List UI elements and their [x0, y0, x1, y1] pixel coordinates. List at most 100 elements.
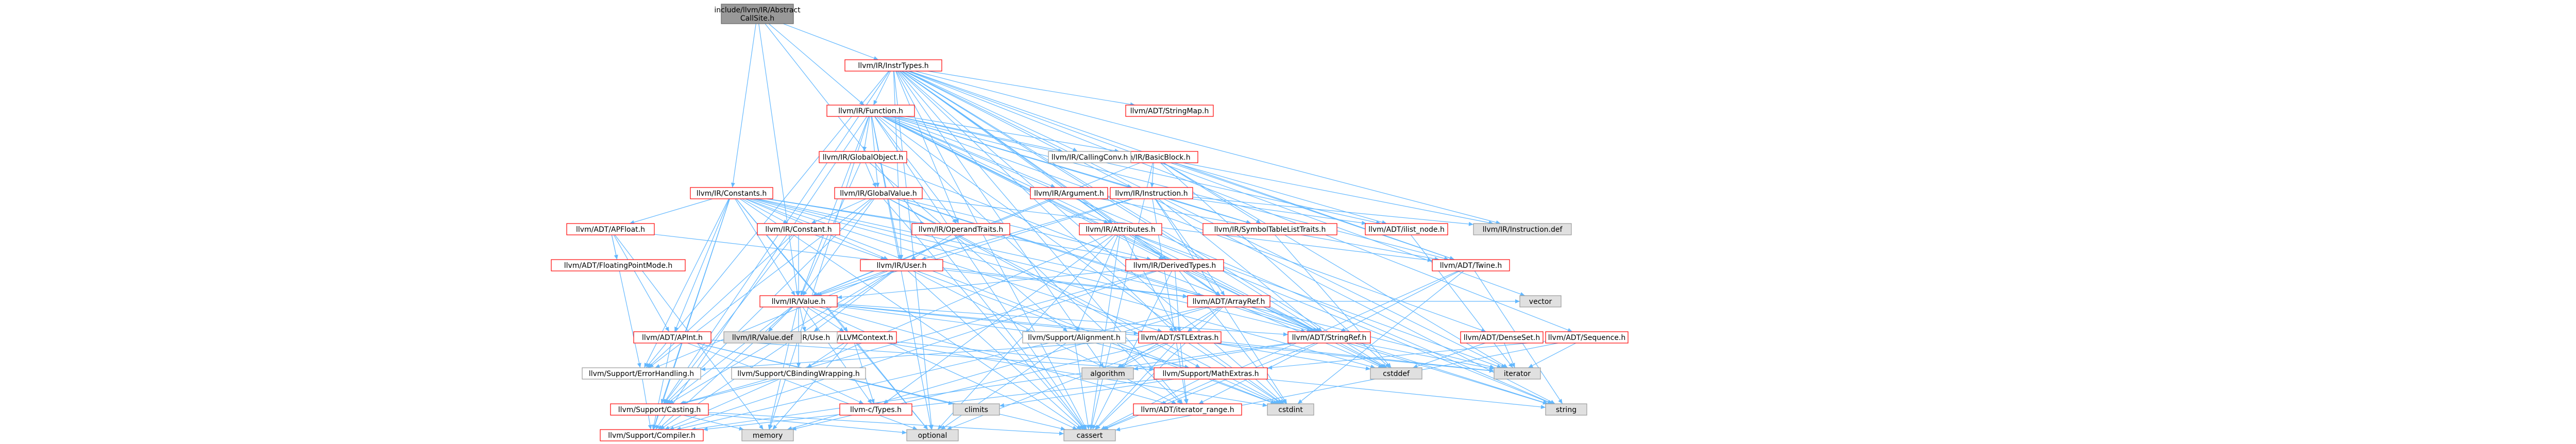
- edge-arrowhead: [703, 427, 708, 431]
- node-climits[interactable]: climits: [953, 403, 1000, 416]
- node-label: climits: [964, 406, 988, 414]
- node-attributes[interactable]: llvm/IR/Attributes.h: [1079, 223, 1162, 235]
- edge-mathextras-to-climits: [999, 379, 1174, 406]
- node-callingconv[interactable]: llvm/IR/CallingConv.h: [1048, 151, 1131, 163]
- node-iterator[interactable]: iterator: [1494, 367, 1541, 380]
- edge-arrowhead: [1103, 219, 1109, 224]
- edge-arrowhead: [701, 367, 706, 371]
- node-errorhandling[interactable]: llvm/Support/ErrorHandling.h: [582, 367, 701, 380]
- node-apfloat[interactable]: llvm/ADT/APFloat.h: [566, 223, 655, 235]
- node-label: llvm/Support/CBindingWrapping.h: [737, 370, 859, 378]
- node-argument[interactable]: llvm/IR/Argument.h: [1030, 187, 1108, 199]
- edge-function-to-value: [800, 116, 869, 296]
- node-label: llvm/ADT/Sequence.h: [1548, 334, 1625, 342]
- node-label: llvm/ADT/Twine.h: [1440, 262, 1502, 270]
- edge-constants-to-arrayref: [757, 198, 1203, 296]
- node-twine[interactable]: llvm/ADT/Twine.h: [1432, 259, 1510, 271]
- edge-arrowhead: [814, 327, 819, 332]
- node-label: llvm/IR/Argument.h: [1034, 190, 1104, 198]
- node-ilistnode[interactable]: llvm/ADT/ilist_node.h: [1365, 223, 1448, 235]
- edge-insttypes-to-cassert: [896, 71, 1087, 430]
- node-globalvalue[interactable]: llvm/IR/GlobalValue.h: [834, 187, 923, 199]
- node-symtablelisttraits[interactable]: llvm/IR/SymbolTableListTraits.h: [1202, 223, 1337, 235]
- node-box: [1460, 331, 1544, 344]
- node-globalobject[interactable]: llvm/IR/GlobalObject.h: [819, 151, 907, 163]
- edge-insttypes-to-string: [904, 71, 1555, 404]
- edge-arrowhead: [1127, 184, 1132, 189]
- node-box: [1432, 259, 1510, 271]
- node-value[interactable]: llvm/IR/Value.h: [759, 295, 838, 308]
- node-box: [1063, 429, 1116, 441]
- node-iteratorrange[interactable]: llvm/ADT/iterator_range.h: [1133, 403, 1242, 416]
- edge-sequence-to-iterator: [1528, 343, 1577, 368]
- node-operandtraits[interactable]: llvm/IR/OperandTraits.h: [911, 223, 1010, 235]
- edge-constants-to-llvmcontext: [736, 198, 849, 332]
- edge-arrowhead: [867, 399, 872, 404]
- edge-globalvalue-to-value: [802, 198, 875, 296]
- edge-constants-to-operandtraits: [767, 198, 925, 224]
- edge-arrowhead: [815, 292, 820, 296]
- node-stringref[interactable]: llvm/ADT/StringRef.h: [1287, 331, 1371, 344]
- header-nodes: include/llvm/IR/AbstractCallSite.hllvm/I…: [551, 4, 1629, 441]
- node-densemap[interactable]: llvm/ADT/DenseSet.h: [1460, 331, 1544, 344]
- edge-arrowhead: [807, 363, 812, 368]
- node-floatingpointmode[interactable]: llvm/ADT/FloatingPointMode.h: [551, 259, 686, 271]
- node-label: cstdint: [1278, 406, 1303, 414]
- edge-insttypes-to-arrayref: [901, 71, 1221, 296]
- node-mathextras[interactable]: llvm/Support/MathExtras.h: [1154, 367, 1268, 380]
- node-alignment[interactable]: llvm/Support/Alignment.h: [1022, 331, 1126, 344]
- node-label: llvm/IR/InstrTypes.h: [858, 62, 928, 70]
- edge-arrowhead: [1169, 327, 1174, 332]
- edge-arrowhead: [872, 182, 876, 187]
- node-compiler[interactable]: llvm/Support/Compiler.h: [600, 429, 704, 441]
- node-constant[interactable]: llvm/IR/Constant.h: [757, 223, 840, 235]
- node-optional[interactable]: optional: [906, 429, 959, 441]
- node-vector[interactable]: vector: [1519, 295, 1562, 308]
- node-stlextras[interactable]: llvm/ADT/STLExtras.h: [1138, 331, 1222, 344]
- edge-arrowhead: [1078, 424, 1083, 430]
- edge-user-to-compiler: [659, 270, 894, 430]
- node-valuedef[interactable]: llvm/IR/Value.def: [723, 331, 802, 344]
- node-derivedtypes[interactable]: llvm/IR/DerivedTypes.h: [1125, 259, 1224, 271]
- edge-arrowhead: [837, 295, 842, 299]
- node-apint[interactable]: llvm/ADT/APInt.h: [633, 331, 711, 344]
- node-instruction[interactable]: llvm/IR/Instruction.h: [1110, 187, 1193, 199]
- node-constants[interactable]: llvm/IR/Constants.h: [690, 187, 773, 199]
- edge-arrowhead: [1543, 400, 1548, 405]
- node-string[interactable]: string: [1545, 403, 1587, 416]
- edge-insttypes-to-stlextras: [899, 71, 1174, 332]
- node-insttypes[interactable]: llvm/IR/InstrTypes.h: [844, 59, 942, 72]
- node-memory[interactable]: memory: [741, 429, 794, 441]
- node-algorithm[interactable]: algorithm: [1081, 367, 1134, 380]
- node-box: [1287, 331, 1371, 344]
- node-ctypes[interactable]: llvm-c/Types.h: [839, 403, 912, 416]
- node-basicblock[interactable]: llvm/IR/BasicBlock.h: [1110, 151, 1198, 163]
- node-user[interactable]: llvm/IR/User.h: [860, 259, 943, 271]
- edge-arrowhead: [758, 424, 764, 430]
- node-label: optional: [918, 432, 947, 440]
- edge-basicblock-to-ilistnode: [1174, 162, 1387, 224]
- node-arrayref[interactable]: llvm/ADT/ArrayRef.h: [1187, 295, 1270, 308]
- edge-attributes-to-stringref: [1131, 234, 1319, 332]
- edge-arrowhead: [1380, 364, 1386, 368]
- node-box: [1110, 187, 1193, 199]
- node-instructiondef[interactable]: llvm/IR/Instruction.def: [1473, 223, 1572, 235]
- node-casting[interactable]: llvm/Support/Casting.h: [610, 403, 709, 416]
- node-cbindingwrapping[interactable]: llvm/Support/CBindingWrapping.h: [731, 367, 866, 380]
- node-cstdint[interactable]: cstdint: [1267, 403, 1314, 416]
- edge-function-to-globalobject: [863, 116, 870, 152]
- edge-derivedtypes-to-stlextras: [1175, 270, 1180, 332]
- node-label: llvm/IR/Instruction.h: [1115, 190, 1188, 198]
- node-cassert[interactable]: cassert: [1063, 429, 1116, 441]
- edge-stringref-to-algorithm: [1133, 343, 1295, 370]
- edge-instruction-to-symtablelisttraits: [1170, 198, 1252, 224]
- edge-value-to-stringref: [837, 303, 1289, 335]
- edge-arrowhead: [772, 424, 777, 430]
- edge-attributes-to-stlextras: [1123, 234, 1177, 332]
- node-function[interactable]: llvm/IR/Function.h: [826, 105, 915, 117]
- node-stringmap[interactable]: llvm/ADT/StringMap.h: [1125, 105, 1214, 117]
- node-sequence[interactable]: llvm/ADT/Sequence.h: [1545, 331, 1629, 344]
- node-cstddef[interactable]: cstddef: [1370, 367, 1422, 380]
- edge-instruction-to-arrayref: [1155, 198, 1225, 296]
- edge-arrowhead: [629, 220, 635, 225]
